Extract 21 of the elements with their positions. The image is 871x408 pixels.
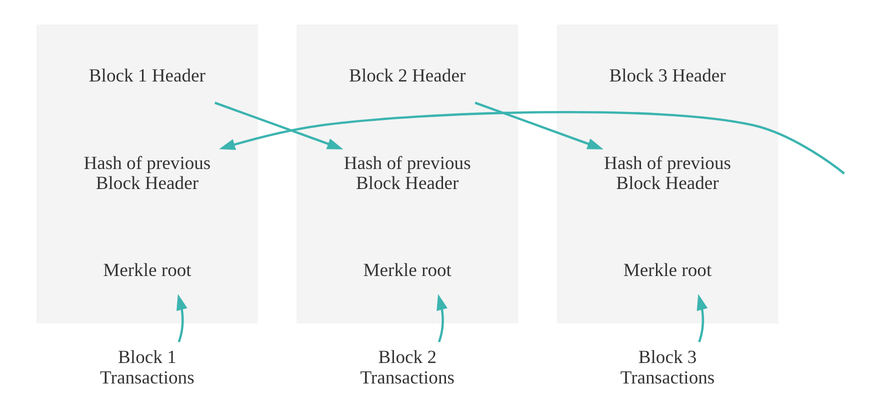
node-text: Merkle root [623, 260, 712, 282]
node-text: Hash of previous Block Header [344, 152, 471, 194]
cluster [556, 24, 778, 324]
node-text: Hash of previous Block Header [604, 152, 731, 194]
arrow [176, 294, 188, 342]
node-text: Block 3 Header [609, 66, 726, 87]
node-text: Block 3 Transactions [620, 347, 715, 388]
node-text: Merkle root [103, 260, 192, 282]
cluster [296, 24, 518, 324]
node-text: Block 2 Header [349, 66, 466, 87]
node-text: Block 1 Header [88, 66, 206, 87]
arrow [436, 294, 448, 342]
node-text: Merkle root [363, 260, 452, 282]
cluster [36, 24, 258, 324]
arrow [474, 102, 604, 150]
arrow [214, 102, 344, 150]
arrow [696, 294, 708, 342]
node-text: Block 1 Transactions [100, 347, 194, 388]
node-text: Block 2 Transactions [360, 347, 455, 388]
arrow [219, 110, 845, 174]
node-text: Hash of previous Block Header [84, 152, 211, 194]
